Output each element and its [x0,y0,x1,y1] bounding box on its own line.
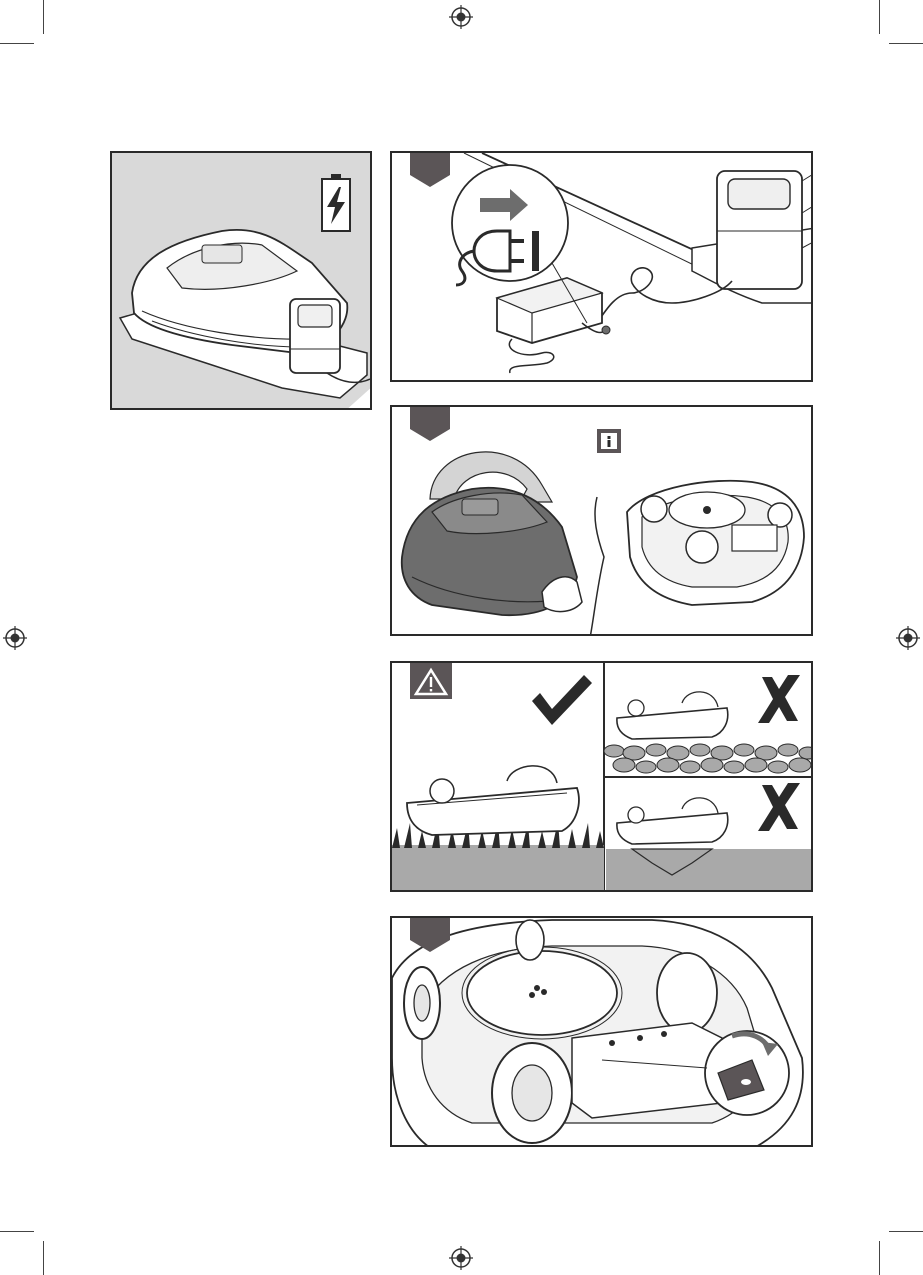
registration-mark-icon [896,626,920,650]
checkmark-icon [532,675,592,725]
crop-mark-top-left-h [0,43,34,44]
registration-mark-icon [449,1246,473,1270]
registration-mark-icon [3,626,27,650]
crop-mark-top-left-v [43,0,44,34]
connect-power-supply-panel [390,151,813,382]
power-supply-connection-illustration [392,153,813,382]
warning-triangle-icon [410,663,452,699]
mower-on-charging-station-illustration [112,153,372,410]
crop-mark-bottom-right-h [889,1231,923,1232]
crop-mark-top-right-v [879,0,880,34]
charging-overview-panel [110,151,372,410]
mower-underside-illustration [392,918,813,1147]
blade-safety-panel [390,916,813,1147]
turning-mower-upside-down-illustration [392,407,813,636]
step-badge [410,916,450,952]
turn-mower-over-panel [390,405,813,636]
crop-mark-top-right-h [889,43,923,44]
cross-icon [758,783,800,831]
crop-mark-bottom-left-v [43,1241,44,1275]
battery-charging-icon [322,174,350,231]
info-icon [597,429,621,453]
placement-surfaces-panel [390,661,813,892]
stones-illustration [604,744,813,773]
registration-mark-icon [449,5,473,29]
correct-and-wrong-placement-illustration [392,663,813,892]
crop-mark-bottom-left-h [0,1231,34,1232]
step-badge [410,405,450,441]
step-badge [410,151,450,187]
crop-mark-bottom-right-v [879,1241,880,1275]
cross-icon [758,675,800,723]
